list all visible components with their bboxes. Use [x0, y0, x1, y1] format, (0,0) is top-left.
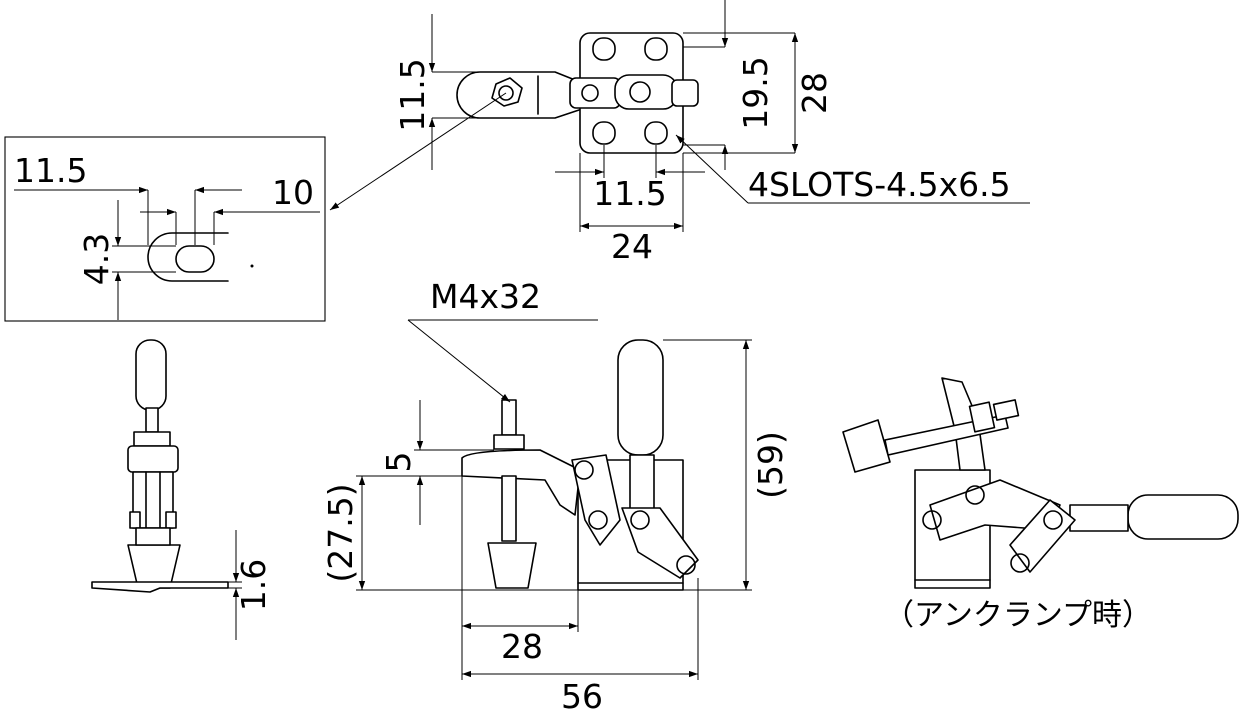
dim-spindle-height: (27.5) — [321, 483, 360, 582]
dim-base-width: 24 — [611, 227, 653, 266]
dim-overall-length: 56 — [561, 677, 603, 716]
dim-top-arm-height: 11.5 — [393, 58, 432, 131]
slots-note: 4SLOTS-4.5x6.5 — [748, 165, 1011, 204]
dim-slot-pitch: 11.5 — [593, 174, 666, 213]
dim-base-thickness: 1.6 — [234, 559, 273, 611]
end-view: 1.6 — [91, 339, 273, 640]
dim-top-base-outer: 28 — [795, 72, 834, 114]
dim-detail-height: 4.3 — [77, 233, 116, 285]
unclamp-caption: （アンクランプ時） — [884, 598, 1152, 633]
unclamped-view: （アンクランプ時） — [842, 377, 1239, 633]
dim-bolt-to-base: 28 — [501, 627, 543, 666]
top-view: 11.5 19.5 28 11.5 24 4SLOTS-4.5x6.5 — [329, 0, 1030, 266]
dim-detail-width: 10 — [272, 173, 314, 212]
slot-detail-view: 11.5 10 4.3 — [4, 136, 326, 322]
dim-overall-height: (59) — [751, 431, 790, 499]
side-view: M4x32 5 (27.5) (59) 28 56 — [321, 277, 790, 716]
dim-detail-offset: 11.5 — [14, 151, 87, 190]
dim-spindle-gap: 5 — [379, 452, 418, 473]
bolt-spec: M4x32 — [430, 277, 541, 316]
dim-top-base-inner: 19.5 — [736, 56, 775, 129]
